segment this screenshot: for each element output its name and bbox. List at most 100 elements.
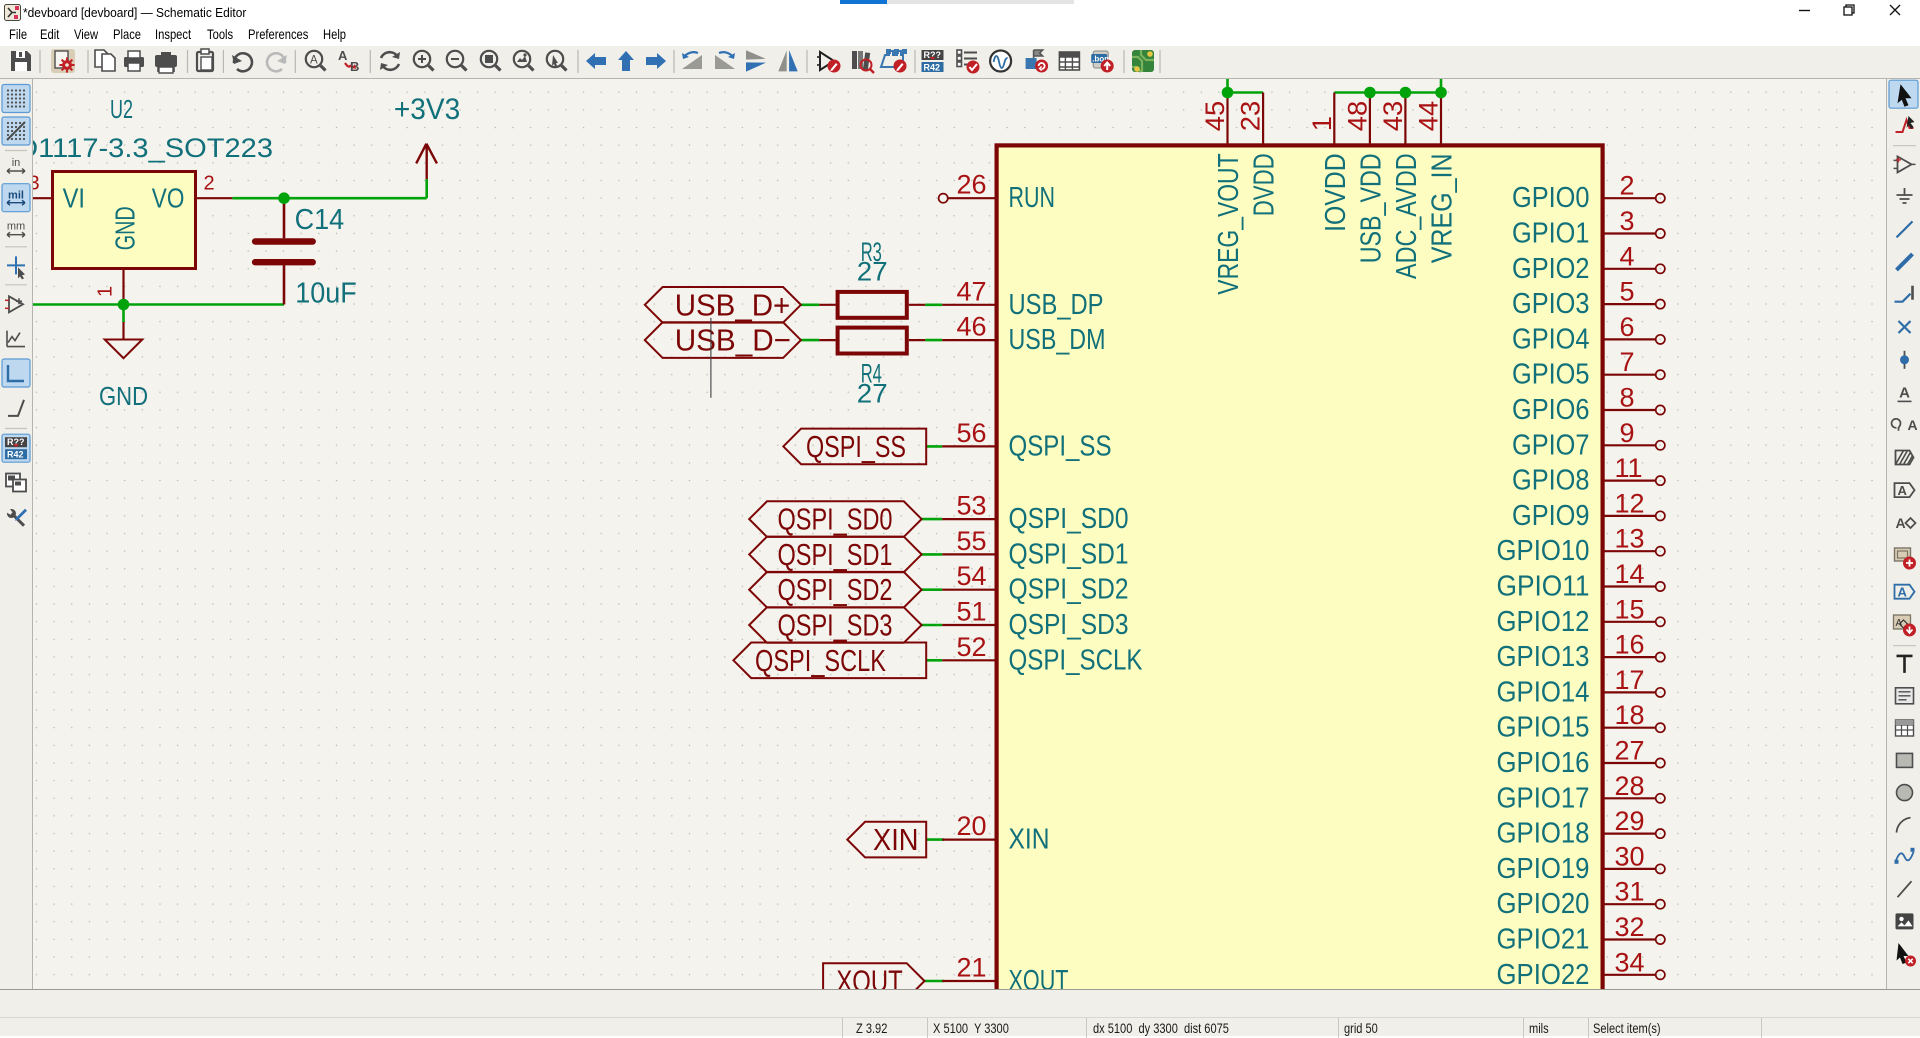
svg-text:VREG_IN: VREG_IN xyxy=(1427,153,1459,263)
svg-text:VREG_VOUT: VREG_VOUT xyxy=(1213,153,1245,295)
svg-text:7: 7 xyxy=(1620,347,1635,377)
svg-text:GND: GND xyxy=(110,206,141,250)
svg-text:.bom: .bom xyxy=(1092,55,1111,64)
svg-text:U2: U2 xyxy=(110,94,133,124)
svg-text:R??: R?? xyxy=(924,50,942,60)
svg-text:9: 9 xyxy=(1620,418,1635,448)
svg-text:A: A xyxy=(1908,417,1918,433)
svg-text:DVDD: DVDD xyxy=(1249,153,1281,216)
svg-text:USB_DP: USB_DP xyxy=(1009,289,1104,321)
svg-text:QSPI_SD0: QSPI_SD0 xyxy=(1009,503,1129,535)
svg-text:11: 11 xyxy=(1615,453,1643,483)
svg-text:GPIO4: GPIO4 xyxy=(1512,323,1590,355)
svg-text:GPIO21: GPIO21 xyxy=(1497,924,1590,956)
svg-text:R4: R4 xyxy=(861,358,882,388)
svg-text:56: 56 xyxy=(956,418,986,448)
svg-text:26: 26 xyxy=(956,170,986,200)
svg-text:51: 51 xyxy=(956,597,986,627)
svg-text:+3V3: +3V3 xyxy=(394,93,460,126)
svg-text:GPIO2: GPIO2 xyxy=(1512,253,1590,285)
svg-text:1: 1 xyxy=(95,286,117,297)
svg-text:23: 23 xyxy=(1236,101,1266,131)
svg-text:USB_D+: USB_D+ xyxy=(675,287,791,322)
svg-text:QSPI_SD2: QSPI_SD2 xyxy=(1009,574,1129,606)
svg-text:QSPI_SS: QSPI_SS xyxy=(806,429,906,464)
svg-text:QSPI_SD0: QSPI_SD0 xyxy=(778,502,893,537)
svg-text:A: A xyxy=(1896,515,1906,531)
svg-text:4: 4 xyxy=(1620,241,1635,271)
svg-text:GPIO17: GPIO17 xyxy=(1497,782,1590,814)
svg-text:18: 18 xyxy=(1615,700,1645,730)
svg-text:in: in xyxy=(12,157,21,169)
svg-text:R42: R42 xyxy=(924,63,941,73)
svg-text:GPIO22: GPIO22 xyxy=(1497,959,1590,989)
svg-text:GPIO19: GPIO19 xyxy=(1497,853,1590,885)
svg-text:2: 2 xyxy=(1620,171,1635,201)
svg-text:A: A xyxy=(1898,483,1908,498)
svg-text:3: 3 xyxy=(1620,206,1635,236)
svg-text:1: 1 xyxy=(1307,116,1337,131)
svg-text:32: 32 xyxy=(1615,912,1645,942)
svg-text:RUN: RUN xyxy=(1009,182,1056,214)
svg-text:53: 53 xyxy=(956,491,986,521)
svg-text:55: 55 xyxy=(956,526,986,556)
svg-text:XIN: XIN xyxy=(1009,824,1050,856)
svg-text:GPIO14: GPIO14 xyxy=(1497,676,1590,708)
svg-text:USB_DM: USB_DM xyxy=(1009,324,1106,356)
svg-text:A: A xyxy=(1898,585,1908,600)
svg-text:R??: R?? xyxy=(7,437,25,447)
svg-text:43: 43 xyxy=(1378,101,1408,131)
svg-text:14: 14 xyxy=(1615,559,1645,589)
svg-text:GPIO3: GPIO3 xyxy=(1512,288,1590,320)
svg-text:GPIO13: GPIO13 xyxy=(1497,641,1590,673)
svg-text:GND: GND xyxy=(99,381,148,411)
svg-text:USB_VDD: USB_VDD xyxy=(1355,153,1387,263)
svg-text:QSPI_SD1: QSPI_SD1 xyxy=(778,537,893,572)
svg-text:GPIO18: GPIO18 xyxy=(1497,818,1590,850)
svg-text:GPIO7: GPIO7 xyxy=(1512,429,1590,461)
svg-text:GPIO11: GPIO11 xyxy=(1497,571,1590,603)
svg-text:QSPI_SCLK: QSPI_SCLK xyxy=(755,643,886,678)
svg-text:VO: VO xyxy=(152,183,185,214)
svg-text:GPIO15: GPIO15 xyxy=(1497,712,1590,744)
svg-text:QSPI_SS: QSPI_SS xyxy=(1009,430,1112,462)
svg-text:5: 5 xyxy=(1620,277,1635,307)
svg-text:GPIO6: GPIO6 xyxy=(1512,394,1590,426)
svg-text:20: 20 xyxy=(956,811,986,841)
svg-text:30: 30 xyxy=(1615,841,1645,871)
svg-text:A: A xyxy=(1899,384,1910,401)
svg-text:44: 44 xyxy=(1414,101,1444,131)
svg-text:2: 2 xyxy=(204,173,215,195)
svg-text:34: 34 xyxy=(1615,947,1645,977)
svg-text:C14: C14 xyxy=(295,204,345,236)
svg-text:6: 6 xyxy=(1620,312,1635,342)
svg-text:GPIO16: GPIO16 xyxy=(1497,747,1590,779)
svg-text:21: 21 xyxy=(956,953,986,983)
svg-text:46: 46 xyxy=(956,312,986,342)
svg-text:27: 27 xyxy=(857,256,888,286)
svg-text:GPIO5: GPIO5 xyxy=(1512,359,1590,391)
svg-text:45: 45 xyxy=(1200,101,1230,131)
svg-text:IOVDD: IOVDD xyxy=(1320,153,1352,232)
svg-text:QSPI_SD1: QSPI_SD1 xyxy=(1009,538,1129,570)
svg-text:54: 54 xyxy=(956,561,986,591)
svg-text:47: 47 xyxy=(956,276,986,306)
svg-text:29: 29 xyxy=(1615,806,1645,836)
svg-text:12: 12 xyxy=(1615,488,1645,518)
svg-text:R42: R42 xyxy=(7,450,24,460)
svg-text:R3: R3 xyxy=(861,237,882,267)
svg-text:QSPI_SD2: QSPI_SD2 xyxy=(778,572,893,607)
svg-text:VI: VI xyxy=(63,183,85,214)
svg-text:48: 48 xyxy=(1342,101,1372,131)
svg-text:XOUT: XOUT xyxy=(1009,965,1069,989)
svg-text:LD1117-3.3_SOT223: LD1117-3.3_SOT223 xyxy=(33,133,273,163)
svg-text:28: 28 xyxy=(1615,771,1645,801)
svg-text:QSPI_SD3: QSPI_SD3 xyxy=(1009,609,1129,641)
svg-text:GPIO1: GPIO1 xyxy=(1512,218,1590,250)
svg-text:ADC_AVDD: ADC_AVDD xyxy=(1391,153,1423,279)
svg-text:GPIO20: GPIO20 xyxy=(1497,888,1590,920)
svg-text:A: A xyxy=(1896,618,1903,629)
svg-text:GPIO8: GPIO8 xyxy=(1512,465,1590,497)
svg-text:15: 15 xyxy=(1615,594,1645,624)
svg-text:10uF: 10uF xyxy=(295,278,357,310)
